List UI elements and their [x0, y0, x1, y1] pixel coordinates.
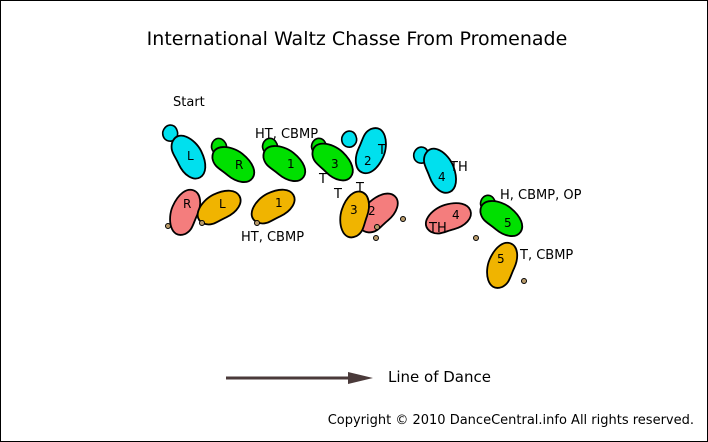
step-label-2-man: 2	[364, 154, 372, 168]
step-label-start-lady-right: R	[183, 197, 191, 211]
step-label-1-man: 1	[287, 157, 295, 171]
annotation-step-1-lady: HT, CBMP	[241, 230, 304, 245]
lady-right-heel-marker-step-4	[473, 235, 479, 241]
lady-left-heel-marker-step-3a	[374, 224, 380, 230]
step-label-5-man: 5	[504, 216, 512, 230]
lady-right-heel-marker-start	[165, 223, 171, 229]
lady-right-heel-marker-step-2	[400, 216, 406, 222]
annotation-step-5-man: H, CBMP, OP	[500, 188, 582, 203]
annotation-step-3-man: T	[318, 172, 327, 187]
step-label-start-man-right: R	[235, 158, 243, 172]
line-of-dance-label: Line of Dance	[388, 368, 491, 386]
step-label-4-lady: 4	[452, 208, 460, 222]
man-left-heel-step-2	[337, 127, 361, 151]
diagram-title: International Waltz Chasse From Promenad…	[147, 28, 568, 50]
annotation-step-4-man: TH	[449, 160, 468, 175]
lady-left-heel-marker-step-5	[521, 278, 527, 284]
lady-left-foot-step-1	[244, 181, 301, 230]
line-of-dance-arrow	[226, 372, 373, 384]
step-label-2-lady: 2	[368, 204, 376, 218]
step-label-5-lady: 5	[497, 252, 505, 266]
step-label-1-lady: 1	[275, 196, 283, 210]
start-label: Start	[173, 95, 205, 110]
step-label-start-lady-left: L	[219, 197, 226, 211]
copyright-notice: Copyright © 2010 DanceCentral.info All r…	[328, 413, 694, 428]
annotation-step-4-lady: TH	[428, 221, 447, 236]
step-label-3-lady: 3	[350, 203, 358, 217]
annotation-step-5-lady: T, CBMP	[519, 248, 573, 263]
lady-left-heel-marker-step-3b	[373, 235, 379, 241]
lady-left-heel-marker-step-1	[254, 220, 260, 226]
annotation-step-3-lady: T	[333, 187, 342, 202]
step-label-start-man-left: L	[187, 149, 194, 163]
annotation-step-2-man: T	[377, 143, 386, 158]
lady-left-heel-marker-start	[199, 220, 205, 226]
step-label-3-man: 3	[331, 157, 339, 171]
annotation-step-2-lady: T	[355, 181, 364, 196]
step-label-4-man: 4	[438, 170, 446, 184]
